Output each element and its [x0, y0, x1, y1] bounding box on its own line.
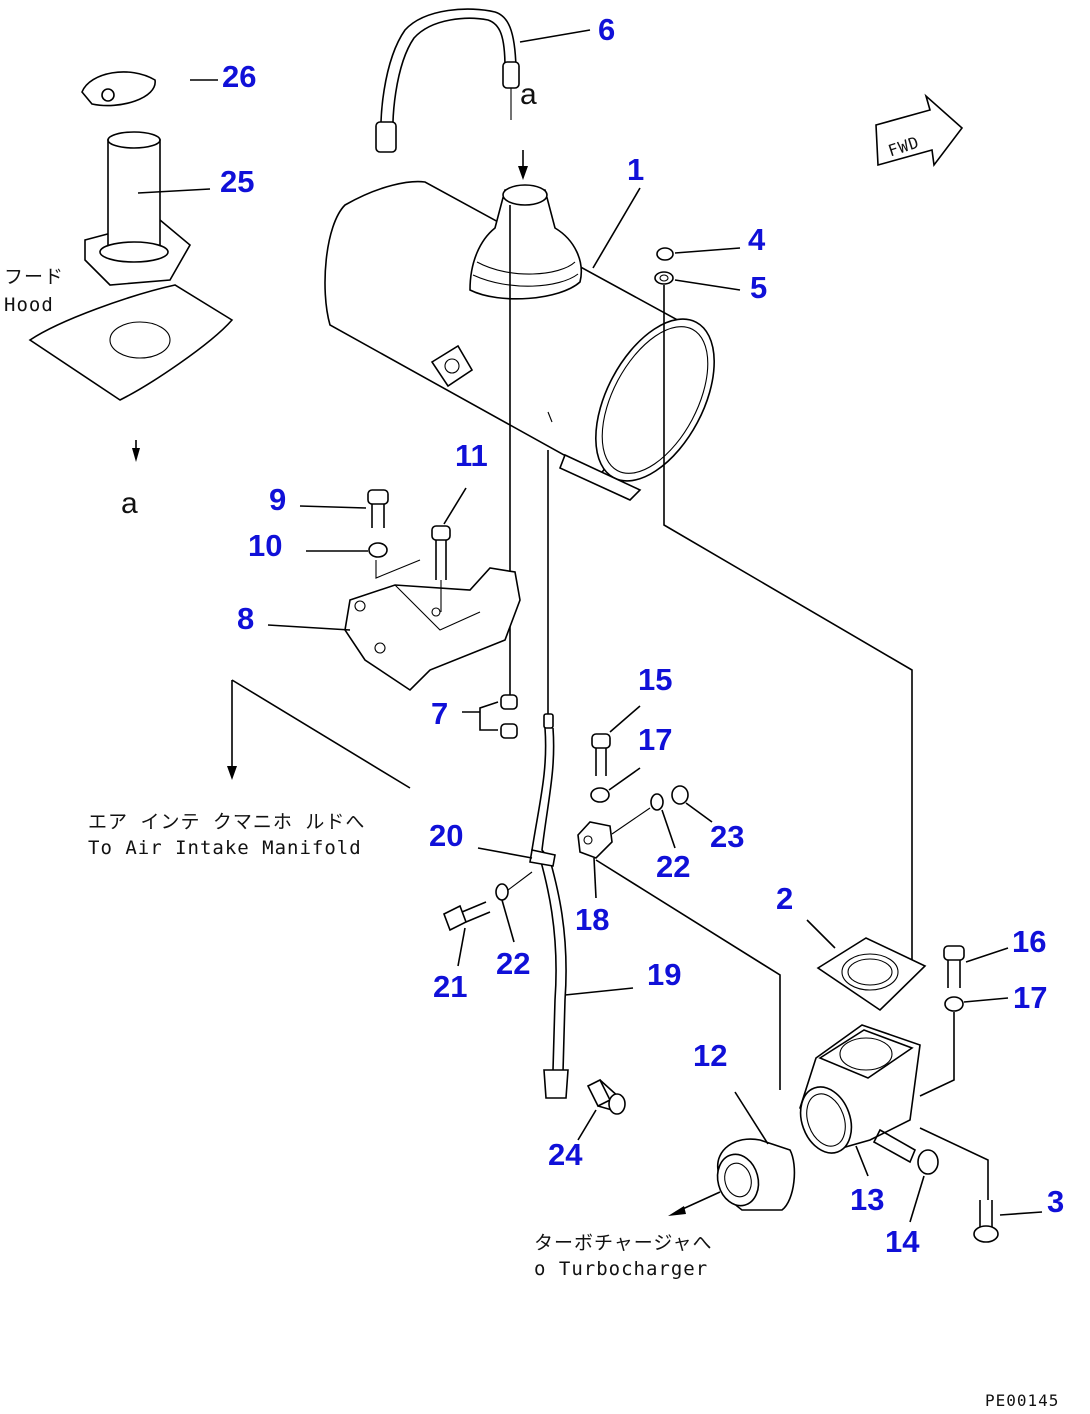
elbow-part-13 — [799, 1024, 921, 1177]
callout-23: 23 — [710, 819, 744, 854]
line-art — [28, 8, 1043, 1243]
bolt-part-24 — [577, 1078, 626, 1141]
clamp-part-20 — [477, 847, 556, 867]
manifold-label-jp: エア インテ クマニホ ルドへ — [88, 811, 365, 833]
washer-part-4 — [656, 247, 741, 261]
callout-14: 14 — [885, 1224, 920, 1259]
bracket-part-18 — [577, 807, 651, 899]
bolt-part-21 — [442, 901, 491, 967]
callout-12: 12 — [693, 1038, 727, 1073]
washer-part-5 — [654, 271, 741, 291]
callout-7: 7 — [431, 696, 448, 731]
callout-13: 13 — [850, 1182, 884, 1217]
bolt-part-11 — [431, 487, 467, 612]
callout-17a: 17 — [638, 722, 672, 757]
leader-elbow — [595, 859, 781, 1090]
hood-label-jp: フード — [4, 266, 64, 288]
callout-11: 11 — [455, 438, 488, 473]
bolt-part-9 — [299, 489, 389, 528]
nut-part-7 — [462, 694, 518, 739]
gasket-part-2 — [806, 919, 927, 1012]
callout-10: 10 — [248, 528, 282, 563]
turbo-label-jp: ターボチャージャへ — [534, 1232, 712, 1254]
callout-4: 4 — [748, 222, 766, 257]
bolt-part-3 — [919, 1127, 1043, 1243]
callout-5: 5 — [750, 270, 767, 305]
callout-3: 3 — [1047, 1184, 1064, 1219]
bracket-part-8 — [267, 567, 521, 692]
adapter-part-12 — [668, 1091, 796, 1216]
bolt-part-16 — [943, 945, 1009, 988]
callout-15: 15 — [638, 662, 672, 697]
hood-assembly — [28, 71, 234, 462]
callout-17b: 17 — [1013, 980, 1047, 1015]
view-mark-top: a — [520, 78, 537, 111]
drawing-number: PE00145 — [985, 1391, 1059, 1410]
manifold-label-en: To Air Intake Manifold — [88, 837, 362, 859]
hose-part-6 — [375, 8, 591, 153]
washer-part-10 — [306, 542, 421, 579]
bolt-part-15 — [591, 705, 641, 776]
air-cleaner-part-1 — [324, 180, 715, 501]
callout-20: 20 — [429, 818, 463, 853]
bolt-part-14 — [872, 1128, 939, 1223]
manifold-arrow — [227, 679, 411, 789]
turbo-label-en: o Turbocharger — [534, 1258, 708, 1280]
callout-6: 6 — [598, 12, 615, 47]
leader-right-mount — [663, 285, 913, 972]
callout-26: 26 — [222, 59, 256, 94]
view-mark-left: a — [121, 487, 138, 520]
callout-24: 24 — [548, 1137, 583, 1172]
callout-19: 19 — [647, 957, 681, 992]
callout-22a: 22 — [496, 946, 530, 981]
washer-part-22b — [650, 793, 676, 849]
callout-21: 21 — [433, 969, 467, 1004]
callout-1: 1 — [627, 152, 644, 187]
hood-label-en: Hood — [4, 294, 54, 316]
washer-part-22a — [495, 871, 533, 943]
callout-16: 16 — [1012, 924, 1046, 959]
callout-22b: 22 — [656, 849, 690, 884]
callout-2: 2 — [776, 881, 793, 916]
fwd-arrow-icon — [875, 93, 964, 168]
labels: a a FWD フード Hood エア インテ クマニホ ルドへ To Air … — [4, 78, 1059, 1410]
callout-25: 25 — [220, 164, 254, 199]
washer-part-17b — [919, 996, 1009, 1097]
callout-8: 8 — [237, 601, 254, 636]
callouts: 1 2 3 4 5 6 7 8 9 10 11 12 13 14 15 16 1… — [220, 12, 1064, 1259]
callout-18: 18 — [575, 902, 609, 937]
washer-part-17a — [590, 767, 641, 803]
callout-9: 9 — [269, 482, 286, 517]
nut-part-23 — [671, 785, 713, 823]
